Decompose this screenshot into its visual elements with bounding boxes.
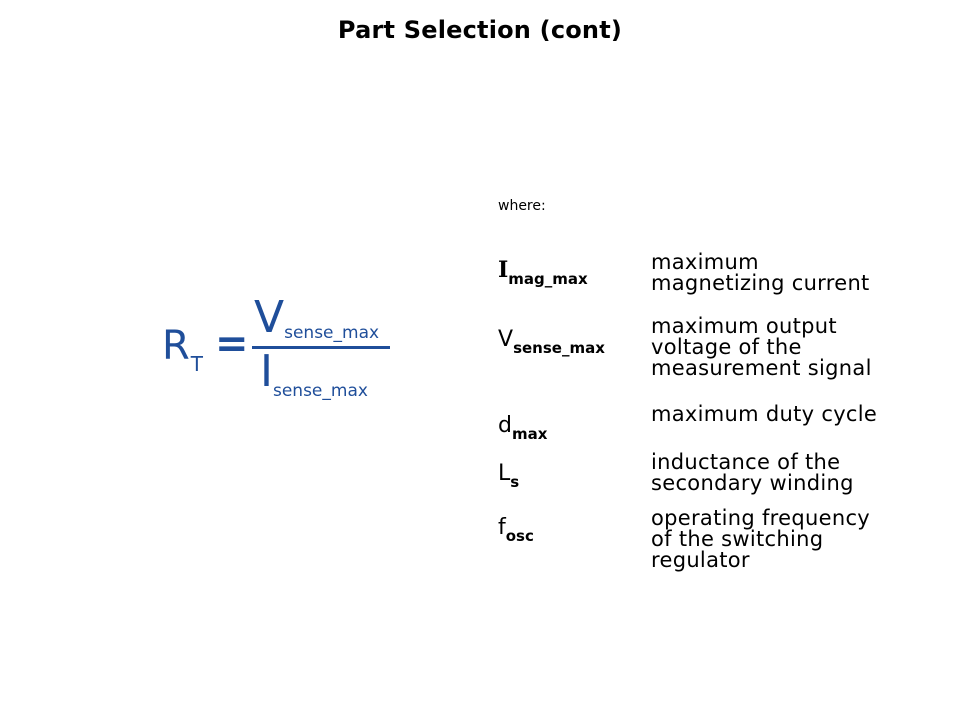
symbol-main: f [498, 515, 506, 540]
rt-formula: RT = Vsense_max Isense_max [162, 296, 402, 403]
symbol-main: d [498, 413, 512, 438]
formula-denominator: Isense_max [260, 350, 368, 403]
formula-equals: = [215, 321, 249, 367]
description-line: maximum duty cycle [651, 402, 878, 426]
definition-description: operating frequency of the switching reg… [651, 508, 941, 571]
symbol-main: V [498, 327, 514, 352]
formula-lhs: RT [162, 323, 203, 376]
definition-description: maximum output voltage of the measuremen… [651, 316, 941, 379]
description-line: measurement signal [651, 356, 872, 380]
definition-symbol: dmax [498, 413, 547, 444]
description-line: secondary winding [651, 471, 854, 495]
description-line: maximum [651, 250, 759, 274]
formula-lhs-main: R [162, 323, 190, 369]
description-line: voltage of the [651, 335, 802, 359]
symbol-main: L [498, 461, 511, 486]
definition-symbol: Imag_max [498, 257, 588, 288]
symbol-main: I [498, 257, 509, 283]
description-line: inductance of the [651, 450, 841, 474]
slide-title: Part Selection (cont) [337, 16, 623, 44]
definition-description: maximum duty cycle [651, 404, 941, 425]
definition-symbol: Ls [498, 461, 519, 492]
symbol-sub: s [510, 473, 520, 491]
fraction-bar [252, 346, 390, 349]
formula-denominator-sub: sense_max [272, 381, 368, 401]
symbol-sub: osc [505, 527, 534, 545]
where-label: where: [498, 198, 546, 214]
formula-numerator-main: V [254, 292, 285, 343]
symbol-sub: sense_max [513, 339, 605, 357]
formula-lhs-sub: T [190, 352, 204, 376]
description-line: maximum output [651, 314, 837, 338]
definition-symbol: Vsense_max [498, 327, 605, 358]
formula-denominator-main: I [260, 346, 273, 397]
description-line: of the switching [651, 527, 824, 551]
definition-description: maximum magnetizing current [651, 252, 941, 294]
description-line: regulator [651, 548, 750, 572]
formula-numerator: Vsense_max [254, 296, 379, 349]
definition-description: inductance of the secondary winding [651, 452, 941, 494]
symbol-sub: mag_max [508, 270, 588, 288]
definition-symbol: fosc [498, 515, 534, 546]
formula-numerator-sub: sense_max [284, 323, 380, 343]
description-line: magnetizing current [651, 271, 870, 295]
description-line: operating frequency [651, 506, 871, 530]
symbol-sub: max [511, 425, 548, 443]
